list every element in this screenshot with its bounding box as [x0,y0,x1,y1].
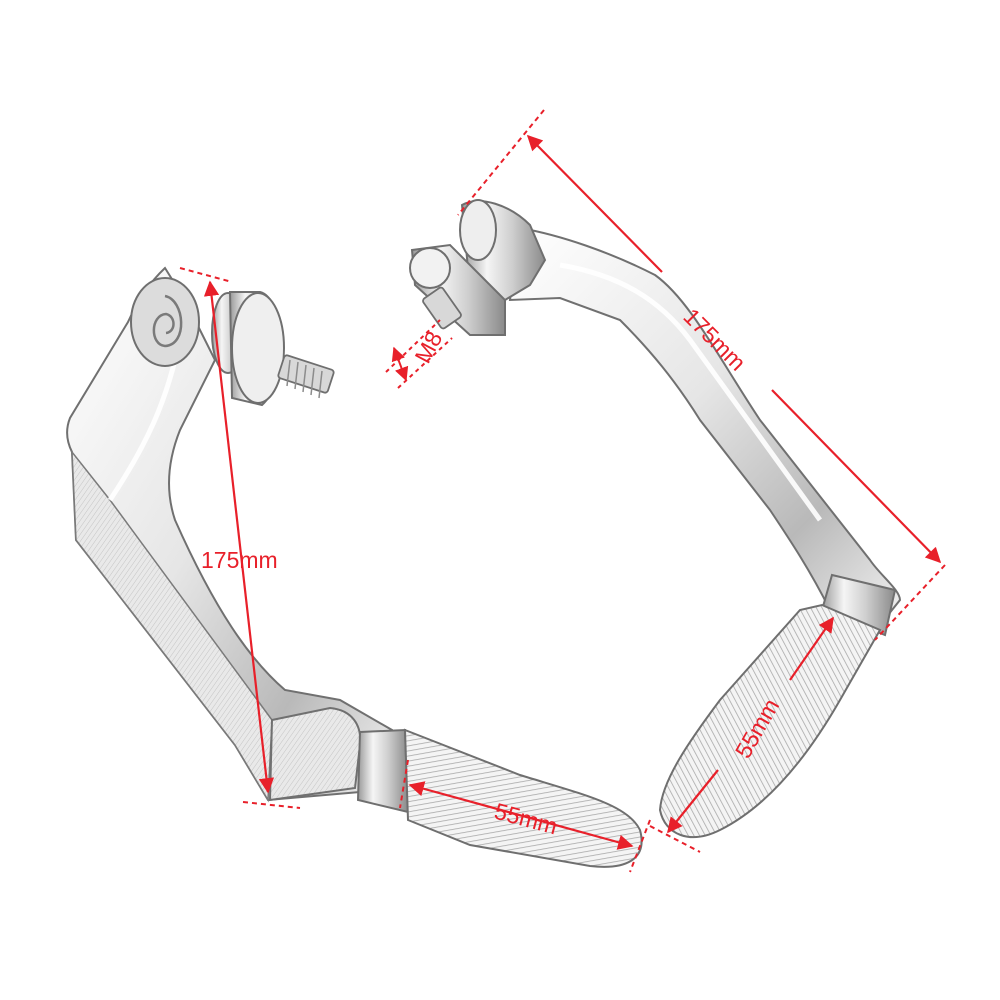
bolt-thread-label: M8 [409,327,447,367]
right-barrel-face [409,247,451,289]
left-height-label: 175mm [201,547,278,573]
right-guard-arm [508,226,902,627]
right-length-dimension-line-b [771,389,942,564]
right-grip-ribbed [658,603,882,839]
left-barrel-face [231,292,285,404]
left-lever-guard [66,266,643,868]
left-grip-extension-end [629,819,651,873]
right-mount-face [459,199,497,261]
dimension-annotations [179,109,946,873]
left-mount-spiral [152,294,183,348]
left-bolt [277,354,335,399]
right-length-dimension-line-a [526,134,663,273]
right-length-extension-top [457,109,545,216]
left-grip-extension-start [399,759,409,809]
right-grip-dimension-line-a [789,616,834,681]
left-grip-dimension-line [408,781,634,850]
right-guard-ridge [559,262,823,522]
left-guard-end-pad [268,706,362,802]
right-grip-dimension-line-b [667,769,719,834]
left-guard-ridge [107,299,188,502]
left-grip-ribbed [403,728,643,868]
bolt-thread-dimension-line [391,346,409,382]
left-height-dimension-line [203,280,275,794]
right-length-extension-bottom [874,564,946,641]
left-mount-end-cap [130,277,200,367]
right-grip-extension [649,825,701,853]
right-bolt [422,286,462,330]
left-guard-side-face [71,449,273,803]
right-lever-guard [409,199,902,839]
right-grip-collar [820,573,897,637]
left-height-extension-top [179,267,233,283]
left-height-extension-bottom [242,801,301,809]
